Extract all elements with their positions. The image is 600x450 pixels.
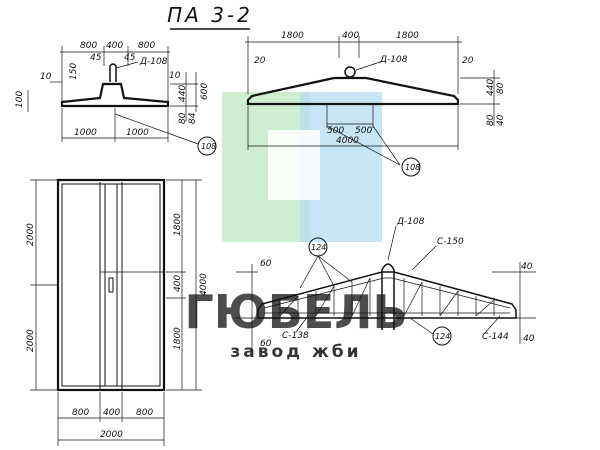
fv-dim-440: 440 <box>178 85 188 102</box>
rebar-view: Д-108 С-150 124 С-138 124 С-144 60 60 40… <box>236 217 536 352</box>
fv-loop-label: Д-108 <box>139 57 168 67</box>
sv-lifting-loop <box>344 66 356 78</box>
sv-rebar-callout-circle <box>401 157 421 177</box>
fv-rebar-callout-circle <box>197 136 217 156</box>
pv-dim-1800-bottom: 1800 <box>173 327 183 350</box>
sv-slab-profile <box>246 76 460 106</box>
rv-dim-60-bottom: 60 <box>260 339 272 349</box>
pv-outer-outline <box>56 178 166 392</box>
fv-dim-45-left: 45 <box>90 53 102 63</box>
rv-lifting-loop <box>381 263 395 278</box>
sv-dim-80-a: 80 <box>496 82 506 94</box>
pv-dim-800-left: 800 <box>72 408 89 418</box>
rv-dim-60-top: 60 <box>260 259 272 269</box>
sv-dim-20-right: 20 <box>462 56 474 66</box>
fv-dim-800-right: 800 <box>138 41 155 51</box>
sv-dim-40: 40 <box>496 114 506 126</box>
rv-dim-40-top: 40 <box>521 262 533 272</box>
rv-label-d108: Д-108 <box>396 217 425 227</box>
rv-label-c138: С-138 <box>282 331 309 341</box>
fv-dim-400: 400 <box>106 41 123 51</box>
plan-view: 2000 2000 1800 400 1800 4000 800 400 800… <box>26 178 209 446</box>
fv-dim-800-left: 800 <box>80 41 97 51</box>
sv-dim-440: 440 <box>486 79 496 96</box>
drawing-title: ПА 3-2 <box>167 3 253 27</box>
rv-callout-bottom: 124 <box>435 332 450 341</box>
fv-dim-80: 80 <box>178 112 188 124</box>
fv-dim-45-right: 45 <box>124 53 136 63</box>
rv-dim-40-bottom: 40 <box>523 334 535 344</box>
pv-dim-400: 400 <box>173 275 183 292</box>
front-view: 800 400 800 45 45 150 10 10 Д-108 100 44… <box>15 41 217 156</box>
pv-dim-400-center: 400 <box>103 408 120 418</box>
side-view: 1800 400 1800 20 20 Д-108 440 80 80 40 5… <box>245 31 506 177</box>
fv-dim-150: 150 <box>69 63 79 80</box>
rv-rebar-grid <box>279 277 495 317</box>
pv-dim-2000-width: 2000 <box>100 430 123 440</box>
sv-dim-4000: 4000 <box>336 136 359 146</box>
watermark-tagline: завод жби <box>230 342 361 362</box>
fv-dim-1000-left: 1000 <box>74 128 97 138</box>
watermark: ГЮБЕЛЬ завод жби <box>184 92 408 362</box>
sv-dim-1800-left: 1800 <box>281 31 304 41</box>
sv-dim-1800-right: 1800 <box>396 31 419 41</box>
rv-callout-bottom-circle <box>432 326 452 346</box>
rv-slab-profile <box>257 271 517 319</box>
fv-dim-600: 600 <box>200 83 210 100</box>
watermark-brand: ГЮБЕЛЬ <box>184 285 407 339</box>
sv-loop-label: Д-108 <box>379 55 408 65</box>
pv-dim-1800-top: 1800 <box>173 213 183 236</box>
rv-callout-top: 124 <box>311 243 326 252</box>
sv-dim-20-left: 20 <box>254 56 266 66</box>
fv-dim-10-left: 10 <box>40 72 52 82</box>
fv-lifting-loop <box>109 63 117 82</box>
sv-dim-500-right: 500 <box>355 126 372 136</box>
title-block: ПА 3-2 <box>167 3 253 30</box>
fv-dim-84: 84 <box>188 112 198 124</box>
sv-dim-400: 400 <box>342 31 359 41</box>
fv-rebar-callout: 108 <box>201 142 216 151</box>
sv-dim-80-b: 80 <box>486 114 496 126</box>
pv-dim-2000-top: 2000 <box>26 223 36 246</box>
rv-label-c144: С-144 <box>482 332 509 342</box>
sv-rebar-callout: 108 <box>405 163 420 172</box>
pv-dim-2000-bottom: 2000 <box>26 329 36 352</box>
fv-dim-100: 100 <box>15 91 25 108</box>
fv-slab-profile <box>60 82 170 108</box>
fv-dim-1000-right: 1000 <box>126 128 149 138</box>
pv-dim-800-right: 800 <box>136 408 153 418</box>
pv-dim-4000: 4000 <box>199 273 209 296</box>
fv-dim-10-right: 10 <box>169 71 181 81</box>
rv-label-c150: С-150 <box>437 237 464 247</box>
watermark-logo-cutout <box>268 130 320 200</box>
pv-lifting-loop <box>108 277 114 293</box>
